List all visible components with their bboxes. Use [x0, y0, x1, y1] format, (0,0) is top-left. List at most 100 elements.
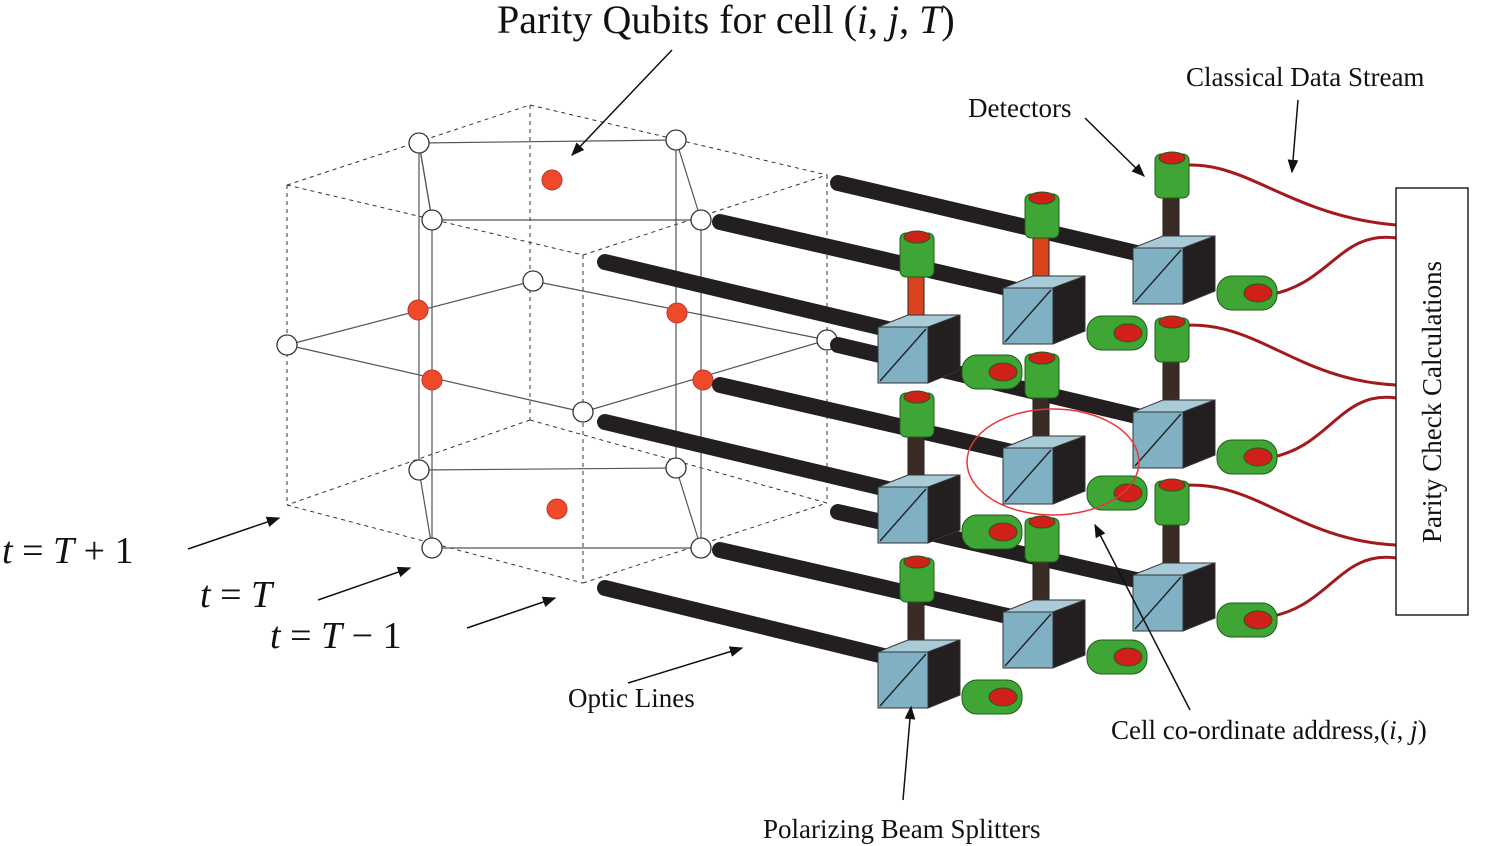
- data-qubit: [572, 401, 594, 423]
- time-label-t: t = T: [200, 574, 275, 616]
- beam-splitter-side: [1052, 435, 1086, 505]
- data-wire: [1267, 235, 1397, 297]
- annotation-arrows: [187, 49, 1299, 801]
- splitter-diagonal: [879, 653, 927, 707]
- beam-splitter-side: [927, 474, 961, 544]
- parity-qubit: [666, 302, 688, 324]
- beam-splitter-unit: [1132, 315, 1278, 475]
- detector-window: [988, 362, 1018, 382]
- beam-splitter-units: [877, 151, 1278, 715]
- t-arrow: [317, 566, 412, 601]
- detector-window: [1158, 151, 1186, 165]
- parity-check-box: Parity Check Calculations: [1395, 187, 1469, 616]
- data-qubit: [421, 537, 443, 559]
- data-wire: [1164, 483, 1397, 547]
- splitter-diagonal: [1134, 576, 1182, 630]
- cell-address-label: Cell co-ordinate address,(i, j): [1111, 715, 1427, 745]
- detector-window: [1243, 447, 1273, 467]
- title-arrow: [571, 49, 673, 156]
- detector-window: [1113, 647, 1143, 667]
- beam-splitter-unit: [877, 390, 1023, 550]
- title-label: Parity Qubits for cell (i, j, T): [497, 0, 955, 42]
- splitter-diagonal: [1134, 249, 1182, 303]
- data-qubit: [690, 537, 712, 559]
- beam-splitter-unit: [1132, 151, 1278, 311]
- parity-check-label: Parity Check Calculations: [1417, 261, 1447, 543]
- data-qubit: [276, 334, 298, 356]
- beam-splitter-side: [927, 639, 961, 709]
- data-qubit: [665, 129, 687, 151]
- detector-window: [1028, 191, 1056, 205]
- parity-qubit: [407, 299, 429, 321]
- detectors-label: Detectors: [968, 93, 1071, 123]
- beam-splitter-unit: [1002, 351, 1148, 511]
- optic-lines-label: Optic Lines: [568, 683, 695, 713]
- parity-qubit: [541, 169, 563, 191]
- optic-line: [712, 542, 1033, 628]
- detector-window: [1243, 610, 1273, 630]
- splitter-diagonal: [1134, 413, 1182, 467]
- time-label-t-minus-1: t = T − 1: [270, 615, 402, 657]
- data-wire: [1267, 555, 1397, 619]
- optic-line: [712, 214, 1033, 300]
- detector-window: [903, 555, 931, 569]
- detector-window: [1158, 315, 1186, 329]
- beam-splitter-side: [1182, 235, 1216, 305]
- parity-qubit: [692, 369, 714, 391]
- data-qubit: [522, 270, 544, 292]
- detector-window: [1158, 478, 1186, 492]
- beam-splitter-side: [1182, 562, 1216, 632]
- parity-qubit: [546, 498, 568, 520]
- optic-line: [597, 580, 908, 668]
- detector-window: [1243, 283, 1273, 303]
- parity-qubits: [407, 169, 714, 520]
- lattice-edges: [286, 139, 828, 549]
- cell-highlight-ring: [966, 408, 1140, 516]
- data-wire: [1164, 323, 1397, 387]
- detector-window: [1113, 323, 1143, 343]
- optic-line: [830, 175, 1153, 263]
- t-minus-arrow: [466, 596, 557, 629]
- beam-splitter-unit: [877, 555, 1023, 715]
- detector-window: [903, 390, 931, 404]
- beam-splitter-unit: [1002, 191, 1148, 351]
- data-qubit: [421, 209, 443, 231]
- polarizing-beam-splitters-label: Polarizing Beam Splitters: [763, 814, 1040, 844]
- beam-splitter-side: [927, 314, 961, 384]
- optic-line: [712, 377, 1033, 463]
- beam-splitter-side: [1052, 275, 1086, 345]
- optic-line: [597, 414, 908, 500]
- detector-window: [988, 687, 1018, 707]
- splitter-diagonal: [1004, 289, 1052, 343]
- splitter-diagonal: [1004, 449, 1052, 503]
- beam-splitter-unit: [1002, 515, 1148, 675]
- detectors-arrow: [1084, 117, 1145, 177]
- beam-splitter-arrow: [902, 705, 916, 801]
- classical-data-stream-label: Classical Data Stream: [1186, 62, 1424, 92]
- beam-splitter-side: [1052, 599, 1086, 669]
- detector-window: [1113, 483, 1143, 503]
- data-qubit: [408, 459, 430, 481]
- data-stream-arrow: [1287, 99, 1299, 174]
- data-qubit: [665, 457, 687, 479]
- optic-line: [597, 254, 908, 340]
- splitter-diagonal: [879, 328, 927, 382]
- splitter-diagonal: [879, 488, 927, 542]
- data-wire: [1164, 163, 1397, 227]
- detector-window: [988, 522, 1018, 542]
- optic-lines: [597, 175, 1153, 668]
- optic-lines-arrow: [627, 646, 744, 684]
- beam-splitter-side: [1182, 399, 1216, 469]
- classical-data-wires: [1164, 163, 1397, 619]
- data-qubits: [276, 129, 838, 559]
- splitter-diagonal: [1004, 613, 1052, 667]
- data-wire: [1267, 395, 1397, 460]
- detector-window: [1028, 351, 1056, 365]
- t-plus-arrow: [187, 516, 281, 550]
- time-label-t-plus-1: t = T + 1: [2, 530, 134, 572]
- cell-address-arrow: [1094, 523, 1191, 711]
- parity-qubit: [421, 369, 443, 391]
- beam-splitter-unit: [877, 230, 1023, 390]
- data-qubit: [690, 209, 712, 231]
